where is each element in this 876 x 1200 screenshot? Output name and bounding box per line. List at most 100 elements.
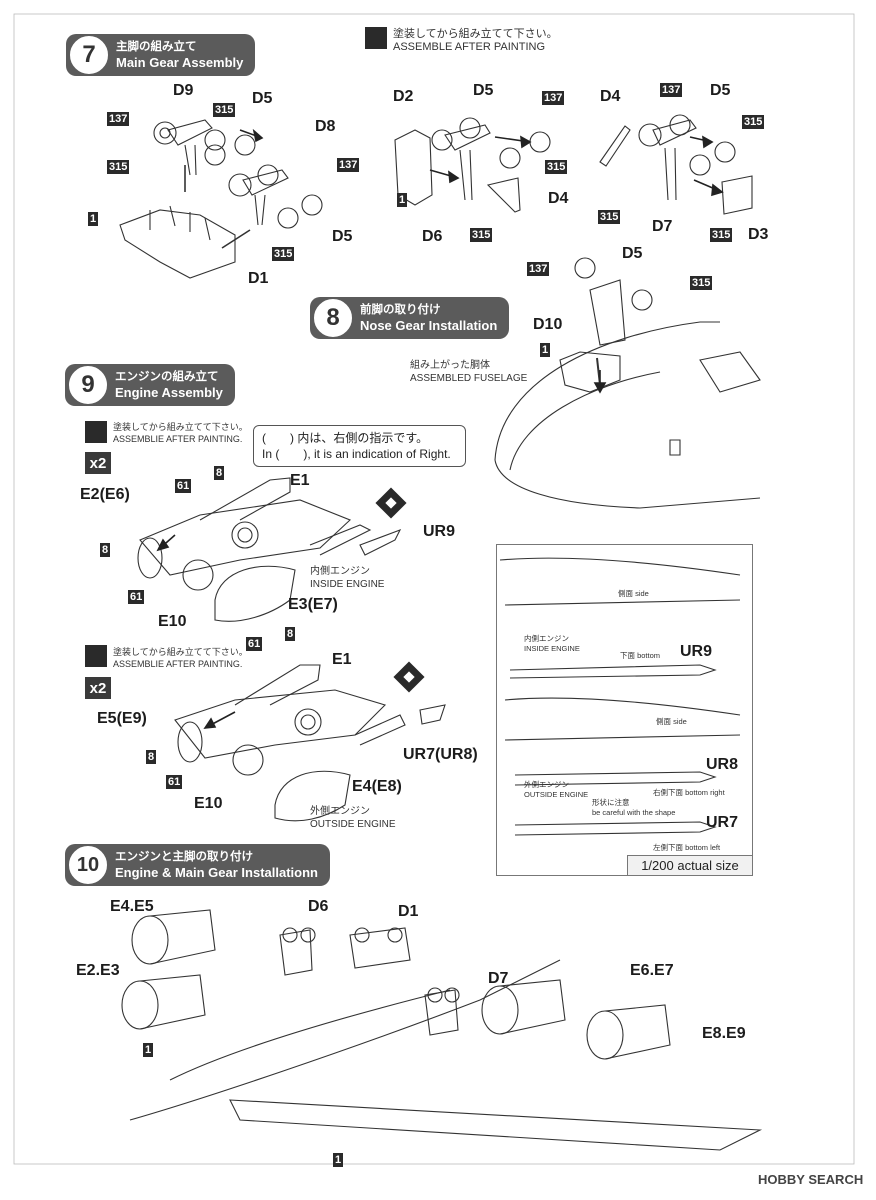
paint-note-jp: 塗装してから組み立てて下さい。 <box>393 28 558 40</box>
part-d1: D1 <box>248 270 269 287</box>
part-1-a: 1 <box>88 212 99 226</box>
color-315-d: 315 <box>545 160 568 174</box>
step-10-header: 10 エンジンと主脚の取り付け Engine & Main Gear Insta… <box>65 844 330 886</box>
part-d1-inst: D1 <box>398 903 419 920</box>
color-315-nose: 315 <box>690 276 713 290</box>
step-8-title-jp: 前脚の取り付け <box>360 304 441 316</box>
color-315-g: 315 <box>598 210 621 224</box>
paint-brush-icon-9a <box>85 421 107 443</box>
part-e1-b: E1 <box>332 651 352 668</box>
right-side-note-jp: ( ) 内は、右側の指示です。 <box>262 431 429 445</box>
color-315-b: 315 <box>107 160 130 174</box>
step-10-number: 10 <box>69 846 107 884</box>
step-9-header: 9 エンジンの組み立て Engine Assembly <box>65 364 235 406</box>
step-7-number: 7 <box>70 36 108 74</box>
inside-engine-jp: 内側エンジン <box>310 566 370 577</box>
paint-brush-icon <box>365 27 387 49</box>
part-e8-e9: E8.E9 <box>702 1025 746 1042</box>
part-1-b: 1 <box>397 193 408 207</box>
part-d5-c: D5 <box>473 82 494 99</box>
part-d5-d: D5 <box>710 82 731 99</box>
part-e4-e5: E4.E5 <box>110 898 154 915</box>
step-7-title-en: Main Gear Assembly <box>116 55 244 70</box>
ref-outside-jp: 外側エンジン <box>524 780 569 789</box>
part-1-inst-b: 1 <box>333 1153 344 1167</box>
color-61-c: 61 <box>246 637 263 651</box>
outside-engine-jp: 外側エンジン <box>310 806 370 817</box>
part-e2-e6: E2(E6) <box>80 486 130 503</box>
right-side-note-en: In ( ), it is an indication of Right. <box>262 447 451 461</box>
part-d4-b: D4 <box>600 88 621 105</box>
step-7-title-jp: 主脚の組み立て <box>116 41 197 53</box>
part-d4: D4 <box>548 190 569 207</box>
part-e10-b: E10 <box>194 795 223 812</box>
part-d10: D10 <box>533 316 563 333</box>
color-8-b: 8 <box>100 543 111 557</box>
step-10-title-jp: エンジンと主脚の取り付け <box>115 851 253 863</box>
color-315-f: 315 <box>742 115 765 129</box>
part-d2: D2 <box>393 88 414 105</box>
color-137-nose: 137 <box>527 262 550 276</box>
part-1-inst-a: 1 <box>143 1043 154 1057</box>
part-d7-inst: D7 <box>488 970 509 987</box>
color-137-b: 137 <box>337 158 360 172</box>
ref-careful-jp: 形状に注意 <box>592 798 630 807</box>
part-e1-a: E1 <box>290 472 310 489</box>
color-61-d: 61 <box>166 775 183 789</box>
color-315-h: 315 <box>710 228 733 242</box>
ref-ur9: UR9 <box>680 643 713 660</box>
part-d5-b: D5 <box>332 228 353 245</box>
ref-side-2: 側面 side <box>656 717 687 726</box>
ref-bottom-right: 右側下面 bottom right <box>653 788 725 797</box>
color-8-c: 8 <box>285 627 296 641</box>
ref-ur7: UR7 <box>706 814 739 831</box>
ref-bottom-left: 左側下面 bottom left <box>653 843 721 852</box>
step9-paint-en: ASSEMBLIE AFTER PAINTING. <box>113 434 243 444</box>
color-137-c: 137 <box>542 91 565 105</box>
ref-side-1: 側面 side <box>618 589 649 598</box>
step-9-number: 9 <box>69 366 107 404</box>
part-d3: D3 <box>748 226 769 243</box>
step9-paint-jp: 塗装してから組み立てて下さい。 <box>113 422 248 432</box>
right-side-note: ( ) 内は、右側の指示です。 In ( ), it is an indicat… <box>253 425 466 467</box>
step-8-header: 8 前脚の取り付け Nose Gear Installation <box>310 297 510 339</box>
hobby-search-watermark: HOBBY SEARCH <box>758 1172 864 1187</box>
part-e10-a: E10 <box>158 613 187 630</box>
step-8-number: 8 <box>314 299 352 337</box>
step-10-title-en: Engine & Main Gear Installationn <box>115 865 318 880</box>
ref-inside-en: INSIDE ENGINE <box>524 644 580 653</box>
step-9-title-jp: エンジンの組み立て <box>115 371 219 383</box>
part-d6-inst: D6 <box>308 898 329 915</box>
ref-scale-label: 1/200 actual size <box>627 855 753 876</box>
part-e6-e7: E6.E7 <box>630 962 674 979</box>
part-e3-e7: E3(E7) <box>288 596 338 613</box>
paint-note-en: ASSEMBLE AFTER PAINTING <box>393 41 545 53</box>
part-d6: D6 <box>422 228 443 245</box>
step-9-title-en: Engine Assembly <box>115 385 223 400</box>
color-61-a: 61 <box>175 479 192 493</box>
color-8-a: 8 <box>214 466 225 480</box>
step-7-header: 7 主脚の組み立て Main Gear Assembly <box>66 34 256 76</box>
outside-engine-en: OUTSIDE ENGINE <box>310 819 396 830</box>
quantity-x2-a: x2 <box>85 452 111 474</box>
ref-careful-en: be careful with the shape <box>592 808 676 817</box>
fuselage-label-en: ASSEMBLED FUSELAGE <box>410 373 528 384</box>
part-d7: D7 <box>652 218 673 235</box>
ref-ur8: UR8 <box>706 756 739 773</box>
part-d9: D9 <box>173 82 194 99</box>
actual-size-reference-box <box>496 544 753 876</box>
color-137-a: 137 <box>107 112 130 126</box>
quantity-x2-b: x2 <box>85 677 111 699</box>
part-1-nose: 1 <box>540 343 551 357</box>
part-e2-e3: E2.E3 <box>76 962 120 979</box>
color-315-c: 315 <box>272 247 295 261</box>
color-8-d: 8 <box>146 750 157 764</box>
part-ur7-ur8: UR7(UR8) <box>403 746 478 763</box>
color-315-a: 315 <box>213 103 236 117</box>
step9b-paint-jp: 塗装してから組み立てて下さい。 <box>113 647 248 657</box>
color-137-d: 137 <box>660 83 683 97</box>
part-d5-nose: D5 <box>622 245 643 262</box>
part-e5-e9: E5(E9) <box>97 710 147 727</box>
color-315-e: 315 <box>470 228 493 242</box>
